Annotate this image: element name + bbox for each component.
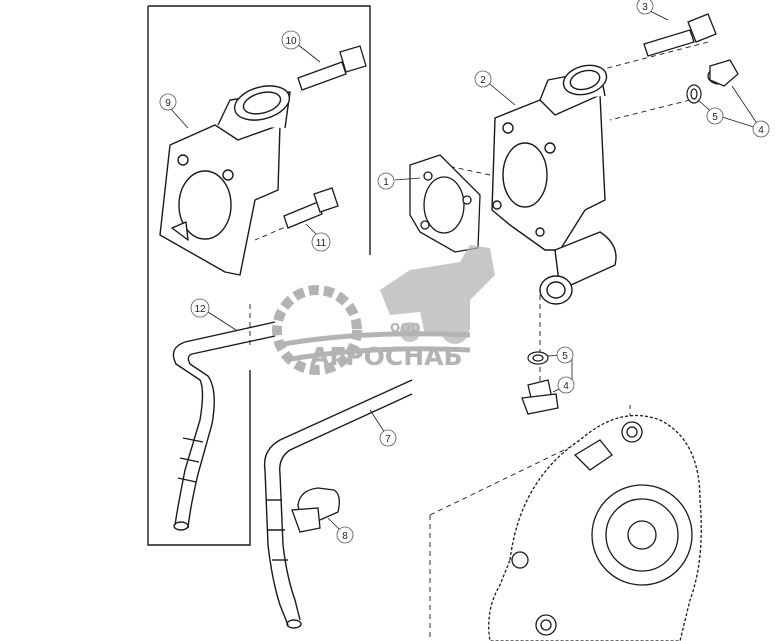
svg-text:8: 8: [342, 531, 348, 542]
svg-text:7: 7: [385, 434, 391, 445]
svg-text:4: 4: [563, 381, 569, 392]
inset-frame: [147, 5, 371, 546]
gasket: [409, 154, 481, 253]
callout-4-upper: 4: [752, 120, 770, 138]
svg-text:10: 10: [285, 36, 297, 47]
plug-4-lower: [521, 379, 559, 415]
field-rows-icon: [277, 331, 471, 363]
clip-8: [291, 487, 340, 533]
callout-4-lower: 4: [557, 376, 575, 394]
callout-7: 7: [379, 429, 397, 447]
svg-text:11: 11: [316, 238, 327, 249]
thermostat-housing: [491, 64, 617, 305]
svg-text:4: 4: [758, 125, 764, 136]
callout-5-upper: 5: [706, 107, 724, 125]
bolt-10: [297, 45, 367, 91]
hose-12: [172, 321, 276, 531]
svg-text:9: 9: [165, 98, 171, 109]
svg-text:5: 5: [562, 351, 568, 362]
watermark-logo: ООО АГРОСНАБ: [272, 245, 495, 375]
svg-text:3: 3: [642, 2, 648, 13]
hose-7: [263, 379, 413, 629]
svg-text:2: 2: [480, 75, 486, 86]
svg-text:1: 1: [383, 177, 389, 188]
svg-text:5: 5: [712, 112, 718, 123]
callout-bubbles: 1 2 3 4 5 4 5 7: [159, 0, 770, 544]
washer-5-lower: [527, 351, 549, 365]
alternate-housing: [159, 85, 291, 276]
callout-11: 11: [311, 232, 331, 252]
bolt-3: [643, 13, 717, 57]
watermark-prefix: ООО: [390, 321, 421, 335]
watermark-name: АГРОСНАБ: [310, 342, 463, 371]
callout-12: 12: [190, 298, 210, 318]
callout-1: 1: [377, 172, 395, 190]
leader-lines: [169, 9, 761, 534]
svg-text:12: 12: [194, 304, 206, 315]
callout-3: 3: [636, 0, 654, 15]
gear-icon: [272, 285, 362, 375]
callout-10: 10: [281, 30, 301, 50]
callout-2: 2: [474, 70, 492, 88]
bolt-11: [283, 187, 339, 229]
plug-4-upper: [707, 59, 739, 87]
water-pump: [488, 414, 702, 641]
washer-5-upper: [686, 84, 702, 104]
callout-9: 9: [159, 93, 177, 111]
callout-8: 8: [336, 526, 354, 544]
callout-5-lower: 5: [556, 346, 574, 364]
